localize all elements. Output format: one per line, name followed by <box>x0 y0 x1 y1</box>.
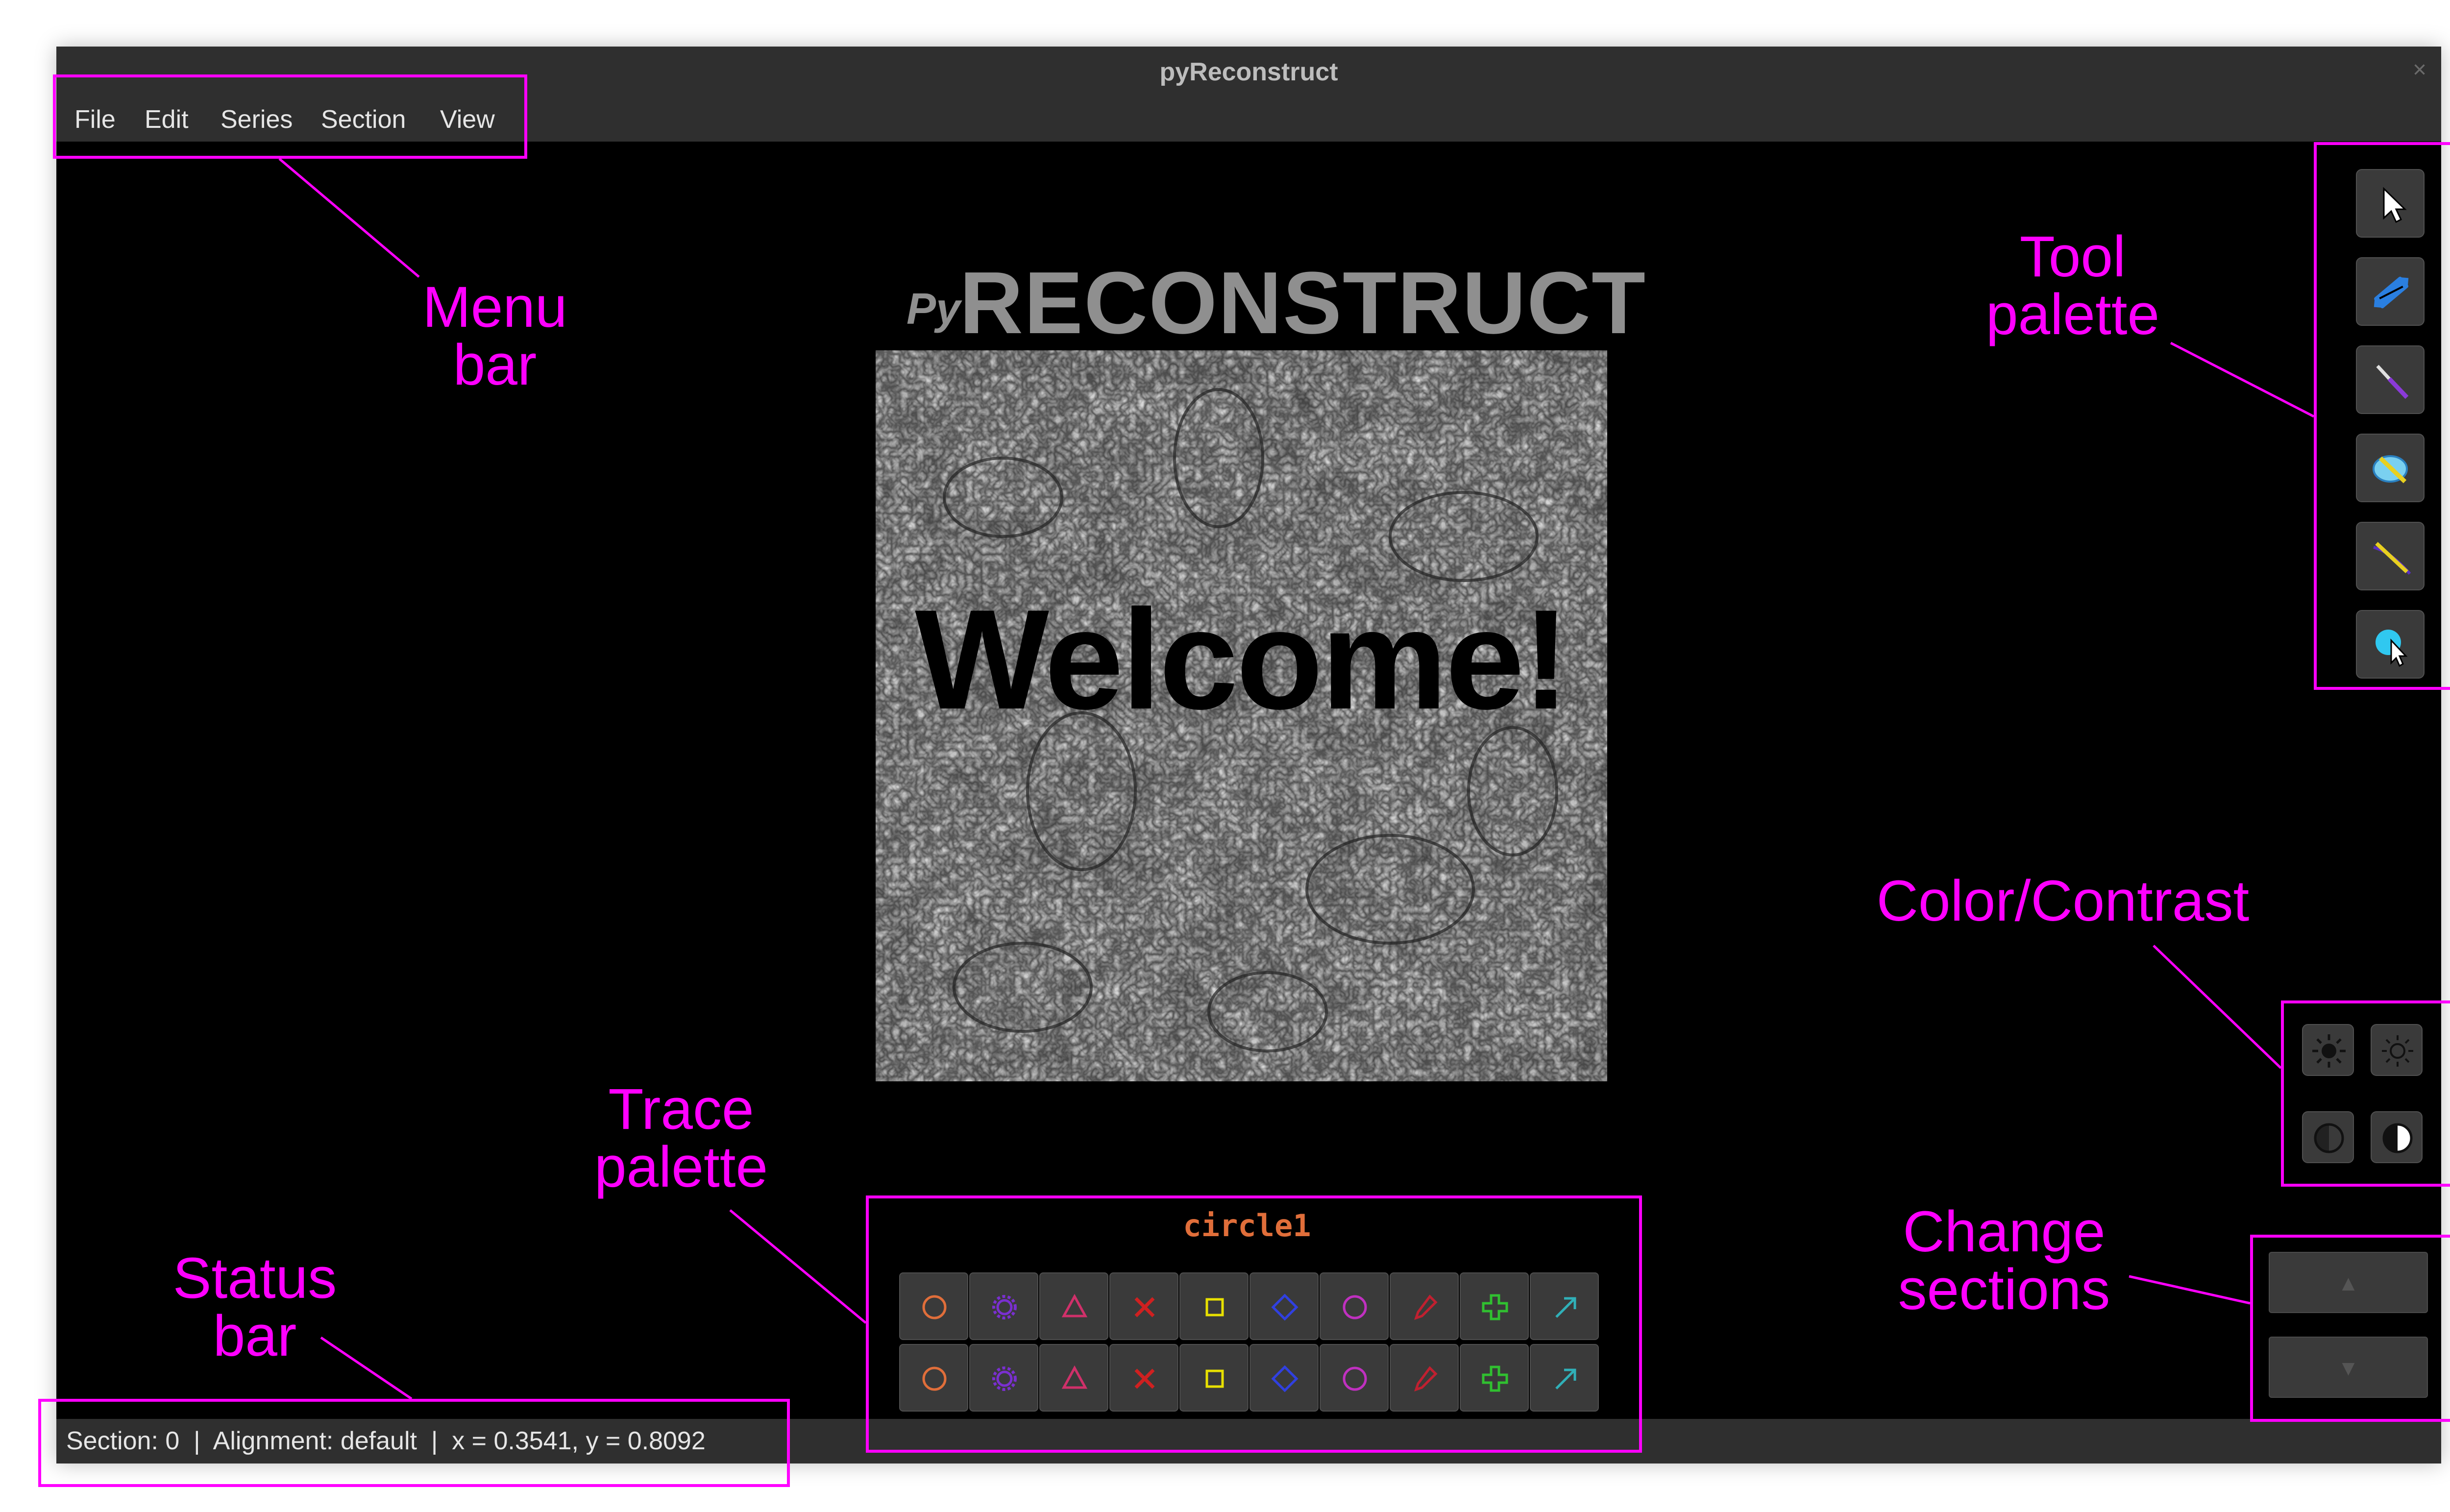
status-text: Section: 0 | Alignment: default | x = 0.… <box>66 1427 706 1455</box>
welcome-message: Welcome! <box>915 580 1569 739</box>
circle-icon <box>1343 1295 1367 1319</box>
trace-palette-button[interactable] <box>899 1272 968 1340</box>
square-icon <box>1205 1369 1224 1388</box>
status-bar-label: Status bar <box>172 1246 337 1368</box>
pointer-tool-button[interactable] <box>2356 169 2425 238</box>
trace-palette-button[interactable] <box>1390 1344 1459 1412</box>
open-trace-tool-button[interactable] <box>2356 522 2425 590</box>
trace-palette-button[interactable] <box>1039 1344 1108 1412</box>
cross-icon <box>1482 1366 1508 1392</box>
window-title: pyReconstruct <box>1159 58 1338 86</box>
menu-bar-label: Menu bar <box>422 275 567 397</box>
trace-palette-button[interactable] <box>1250 1272 1319 1340</box>
contrast-down-button[interactable] <box>2302 1111 2354 1163</box>
closed-trace-tool-button[interactable] <box>2356 434 2425 502</box>
tool-palette-label: Tool palette <box>1985 224 2160 347</box>
x-icon <box>1134 1368 1155 1389</box>
brightness-up-button[interactable] <box>2302 1024 2354 1076</box>
color-contrast-label: Color/Contrast <box>1876 869 2250 933</box>
tool-palette-highlight <box>2314 142 2450 690</box>
stamp-icon <box>2376 630 2408 667</box>
logo-title: RECONSTRUCT <box>959 254 1646 352</box>
circle-icon <box>922 1295 947 1319</box>
trace-palette-button[interactable] <box>1109 1344 1178 1412</box>
color-contrast-highlight <box>2281 1000 2450 1187</box>
trace-palette-button[interactable] <box>1179 1272 1249 1340</box>
logo-prefix: Py <box>906 285 961 334</box>
open-trace-icon <box>2373 542 2411 575</box>
contrast-down-icon <box>2314 1123 2344 1153</box>
title-bar <box>56 47 2441 98</box>
gear-icon <box>992 1295 1017 1319</box>
trace-palette-button[interactable] <box>1039 1272 1108 1340</box>
triangle-icon <box>1061 1365 1088 1389</box>
pan-zoom-icon <box>2374 276 2409 309</box>
menu-bar <box>56 98 2441 142</box>
knife-icon <box>2376 365 2409 399</box>
cross-icon <box>1482 1294 1508 1320</box>
trace-palette-button[interactable] <box>969 1272 1038 1340</box>
arrow-icon <box>1555 1368 1576 1390</box>
brightness-down-button[interactable] <box>2371 1024 2423 1076</box>
pin-icon <box>1414 1294 1438 1320</box>
x-icon <box>1134 1297 1155 1317</box>
arrow-icon <box>1555 1297 1576 1318</box>
trace-palette-button[interactable] <box>1460 1272 1529 1340</box>
knife-tool-button[interactable] <box>2356 345 2425 414</box>
trace-palette-button[interactable] <box>1320 1272 1389 1340</box>
em-image <box>876 350 1607 1081</box>
trace-palette-button[interactable] <box>1250 1344 1319 1412</box>
trace-palette-button[interactable] <box>899 1344 968 1412</box>
menu-edit[interactable]: Edit <box>145 105 189 134</box>
chevron-up-icon: ▲ <box>2337 1271 2359 1295</box>
chevron-down-icon: ▼ <box>2337 1356 2359 1380</box>
square-icon <box>1205 1298 1224 1317</box>
change-sections-highlight <box>2250 1235 2450 1422</box>
pan-zoom-tool-button[interactable] <box>2356 257 2425 326</box>
contrast-up-icon <box>2382 1123 2413 1153</box>
trace-palette-button[interactable] <box>1390 1272 1459 1340</box>
status-bar-highlight <box>38 1399 790 1487</box>
stamp-tool-button[interactable] <box>2356 610 2425 679</box>
menu-bar-highlight <box>53 74 527 159</box>
menu-series[interactable]: Series <box>220 105 293 134</box>
trace-palette-button[interactable] <box>969 1344 1038 1412</box>
trace-palette-button[interactable] <box>1530 1272 1599 1340</box>
current-trace-name: circle1 <box>1183 1208 1311 1244</box>
triangle-icon <box>1061 1293 1088 1317</box>
trace-palette-button[interactable] <box>1320 1344 1389 1412</box>
close-button[interactable]: × <box>2412 57 2427 83</box>
trace-palette-button[interactable] <box>1530 1344 1599 1412</box>
trace-palette-highlight <box>866 1195 1642 1453</box>
trace-palette-button[interactable] <box>1109 1272 1178 1340</box>
change-sections-label: Change sections <box>1898 1199 2110 1322</box>
brightness-down-icon <box>2382 1035 2413 1067</box>
circle-icon <box>922 1366 947 1391</box>
menu-file[interactable]: File <box>74 105 116 134</box>
section-down-button[interactable]: ▼ <box>2269 1337 2428 1398</box>
diamond-icon <box>1271 1293 1298 1321</box>
section-up-button[interactable]: ▲ <box>2269 1252 2428 1313</box>
contrast-up-button[interactable] <box>2371 1111 2423 1163</box>
pin-icon <box>1414 1366 1438 1391</box>
trace-palette-button[interactable] <box>1460 1344 1529 1412</box>
diamond-icon <box>1271 1365 1298 1392</box>
closed-trace-icon <box>2373 455 2408 484</box>
circle-icon <box>1343 1366 1367 1391</box>
trace-palette-label: Trace palette <box>594 1077 768 1199</box>
status-bar <box>56 1419 2441 1463</box>
pointer-icon <box>2383 187 2407 223</box>
menu-view[interactable]: View <box>440 105 495 134</box>
trace-palette-button[interactable] <box>1179 1344 1249 1412</box>
brightness-up-icon <box>2312 1034 2346 1068</box>
gear-icon <box>992 1366 1017 1391</box>
menu-section[interactable]: Section <box>321 105 406 134</box>
